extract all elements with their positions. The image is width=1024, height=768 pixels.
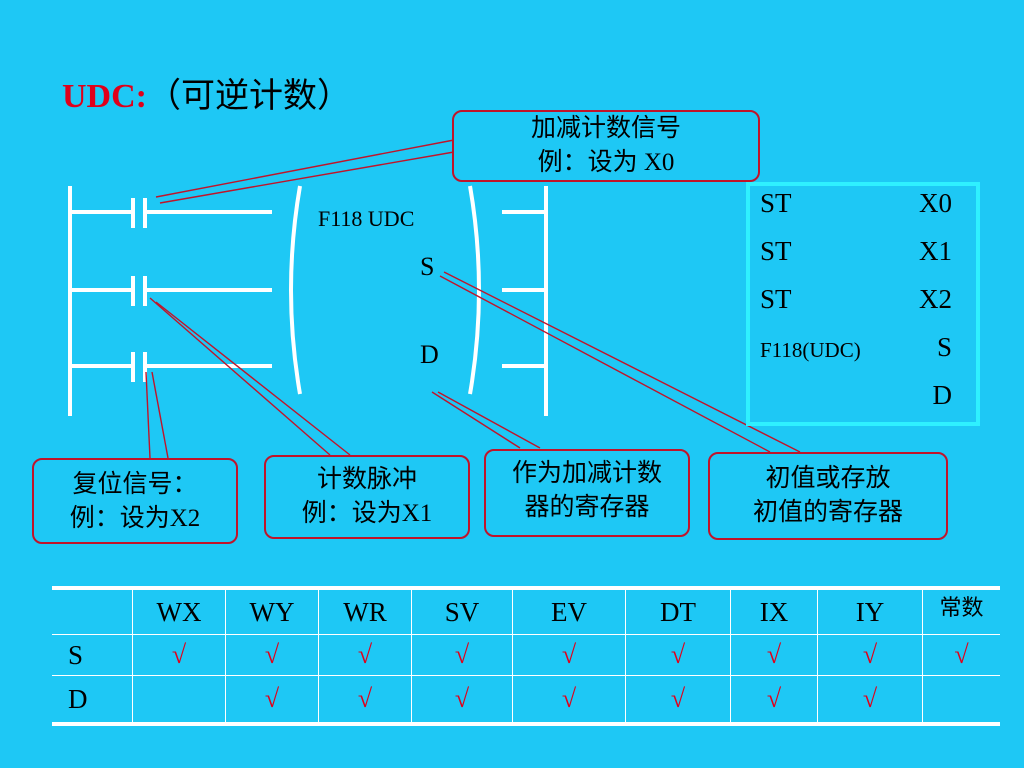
callout-reset-signal: 复位信号： 例：设为X2 xyxy=(32,458,238,544)
table-header-cell: 常数 xyxy=(922,586,1000,635)
table-header-cell: DT xyxy=(625,586,731,635)
table-cell: √ xyxy=(512,675,626,726)
leader-initial-2 xyxy=(443,271,801,453)
il-op: ST xyxy=(760,236,792,266)
il-arg: X0 xyxy=(919,188,952,218)
row-label: S xyxy=(52,634,133,676)
leader-updown-1 xyxy=(155,139,455,198)
il-op: ST xyxy=(760,284,792,314)
table-cell: √ xyxy=(817,675,923,726)
callout-counter-register: 作为加减计数 器的寄存器 xyxy=(484,449,690,537)
table-header-cell: IX xyxy=(730,586,818,635)
table-cell: √ xyxy=(730,675,818,726)
callout-line: 初值的寄存器 xyxy=(752,499,903,526)
table-cell: √ xyxy=(411,634,513,676)
table-header-cell: IY xyxy=(817,586,923,635)
table-cell: √ xyxy=(512,634,626,676)
leader-reset-2 xyxy=(151,371,169,459)
il-row: D xyxy=(760,380,970,420)
table-cell: √ xyxy=(318,675,412,726)
callout-line: 加减计数信号 xyxy=(530,115,681,142)
table-cell: √ xyxy=(922,634,1000,676)
table-cell: √ xyxy=(318,634,412,676)
fb-right-bracket xyxy=(468,185,481,395)
fb-left-bracket xyxy=(289,185,302,395)
il-arg: D xyxy=(932,380,953,410)
callout-line: 器的寄存器 xyxy=(524,494,650,521)
table-cell xyxy=(922,675,1000,726)
row-label: D xyxy=(52,675,133,726)
instruction-list-box: ST X0 ST X1 ST X2 F118(UDC) S D xyxy=(746,182,980,426)
table-header-row: WX WY WR SV EV DT IX IY 常数 xyxy=(52,586,1000,635)
table-header-cell: WY xyxy=(225,586,319,635)
table-header-cell: WR xyxy=(318,586,412,635)
table-header-cell: EV xyxy=(512,586,626,635)
title-code: UDC: xyxy=(62,78,147,115)
table-cell: √ xyxy=(817,634,923,676)
operand-table: WX WY WR SV EV DT IX IY 常数 S √ √ √ √ √ √… xyxy=(52,586,1000,726)
table-header-cell: SV xyxy=(411,586,513,635)
il-row: ST X1 xyxy=(760,236,970,276)
leader-register-1 xyxy=(431,391,521,449)
callout-line: 例：设为X1 xyxy=(301,500,433,527)
callout-updown-signal: 加减计数信号 例：设为 X0 xyxy=(452,110,760,182)
table-cell xyxy=(132,675,226,726)
table-row: S √ √ √ √ √ √ √ √ √ xyxy=(52,634,1000,676)
leader-count-2 xyxy=(155,301,351,456)
table-cell: √ xyxy=(132,634,226,676)
leader-count-1 xyxy=(149,297,331,456)
leader-reset-1 xyxy=(145,371,151,459)
il-op: ST xyxy=(760,188,792,218)
leader-updown-2 xyxy=(159,151,455,204)
page-title: UDC:（可逆计数） xyxy=(62,68,351,117)
title-description: （可逆计数） xyxy=(146,78,351,115)
callout-line: 作为加减计数 xyxy=(511,460,662,487)
table-header-cell xyxy=(52,586,133,635)
fb-name-label: F118 UDC xyxy=(318,206,415,231)
callout-line: 复位信号： xyxy=(72,471,198,498)
callout-line: 初值或存放 xyxy=(765,465,891,492)
il-op: F118(UDC) xyxy=(760,338,861,362)
callout-line: 例：设为X2 xyxy=(69,505,201,532)
callout-line: 例：设为 X0 xyxy=(537,149,675,176)
callout-line: 计数脉冲 xyxy=(316,466,417,493)
il-row: ST X2 xyxy=(760,284,970,324)
fb-s-operand: S xyxy=(420,252,435,281)
table-cell: √ xyxy=(225,675,319,726)
callout-initial-value: 初值或存放 初值的寄存器 xyxy=(708,452,948,540)
il-arg: X1 xyxy=(919,236,952,266)
leader-initial-1 xyxy=(439,275,771,453)
table-cell: √ xyxy=(625,634,731,676)
callout-count-pulse: 计数脉冲 例：设为X1 xyxy=(264,455,470,539)
table-cell: √ xyxy=(730,634,818,676)
il-arg: X2 xyxy=(919,284,952,314)
leader-register-2 xyxy=(437,391,541,449)
il-arg: S xyxy=(936,332,952,362)
table-row: D √ √ √ √ √ √ √ xyxy=(52,675,1000,726)
table-cell: √ xyxy=(411,675,513,726)
table-cell: √ xyxy=(625,675,731,726)
il-row: ST X0 xyxy=(760,188,970,228)
il-row: F118(UDC) S xyxy=(760,332,970,372)
table-cell: √ xyxy=(225,634,319,676)
fb-d-operand: D xyxy=(420,340,439,369)
table-header-cell: WX xyxy=(132,586,226,635)
